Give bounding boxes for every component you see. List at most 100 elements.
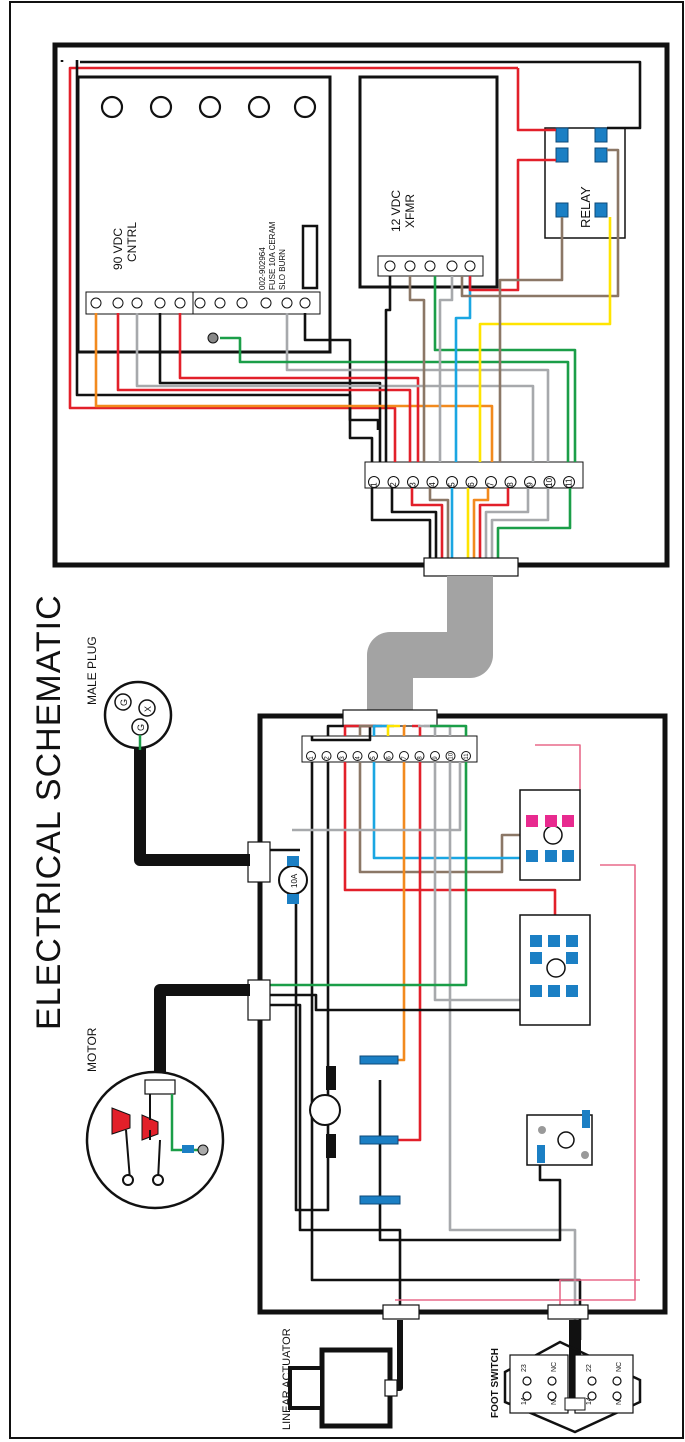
upper-terminal-label-5: 5 [447, 482, 456, 487]
upper-terminal-label-9: 9 [525, 482, 534, 487]
relay-label: RELAY [578, 186, 593, 228]
upper-terminal-4 [426, 476, 439, 488]
motor: MOTOR [85, 1027, 225, 1210]
inline-fuse: 10A [278, 856, 308, 904]
plug-pin-g2: G [136, 724, 146, 731]
lower-terminal-11 [461, 751, 471, 761]
fuse-label-3: SLO BURN [278, 249, 287, 290]
lower-terminal-9 [430, 751, 440, 761]
upper-cable-gland [423, 557, 519, 577]
ground-screw [207, 332, 219, 344]
motor-cord [154, 984, 250, 1092]
upper-terminal-label-1: 1 [369, 482, 378, 487]
controller-terminal-strip [85, 291, 321, 315]
knob-1[interactable] [100, 95, 124, 119]
upper-wiring [60, 60, 642, 560]
controller-screw-4 [154, 297, 166, 309]
transformer-screw-2 [404, 260, 416, 272]
upper-terminal-3 [407, 476, 419, 488]
lower-terminal-label-5: 5 [371, 756, 377, 760]
motor-cable-gland [247, 979, 271, 1021]
lower-terminal-5 [368, 751, 378, 761]
actuator-cord [392, 1320, 403, 1391]
lower-terminal-6 [383, 751, 394, 761]
linear-actuator: LINEAR ACTUATOR [281, 1328, 398, 1430]
page-border [9, 1, 684, 1439]
lower-terminal-label-2: 2 [324, 756, 330, 760]
linear-actuator-label: LINEAR ACTUATOR [281, 1328, 293, 1430]
controller-screw-8 [236, 297, 248, 309]
plug-cord [134, 742, 250, 866]
controller-screw-5 [174, 297, 186, 309]
knob-3[interactable] [198, 95, 222, 119]
knob-2[interactable] [149, 95, 173, 119]
upper-terminal-label-7: 7 [486, 482, 495, 487]
lower-terminal-label-1: 1 [309, 756, 315, 760]
upper-terminal-8 [504, 476, 517, 488]
fs-term-nc-2: NC [616, 1362, 623, 1372]
actuator-cable-gland [382, 1304, 420, 1320]
lower-terminal-10 [445, 751, 456, 761]
schematic-title: ELECTRICAL SCHEMATIC [30, 594, 68, 1030]
upper-terminal-label-3: 3 [408, 482, 417, 487]
controller-screw-3 [131, 297, 143, 309]
foot-switch-label: FOOT SWITCH [490, 1348, 501, 1418]
controller-screw-11 [299, 297, 311, 309]
speed-potentiometer [309, 1055, 401, 1205]
lower-cable-gland [342, 709, 438, 727]
rotary-switch-1[interactable] [519, 789, 581, 881]
upper-terminal-7 [485, 476, 497, 488]
transformer-screw-3 [424, 260, 436, 272]
potentiometer[interactable] [526, 1110, 593, 1166]
fuse-label-1: 002-902964 [258, 247, 267, 290]
footswitch-cable-gland [547, 1304, 589, 1320]
fs-term-nc-1: NC [551, 1362, 558, 1372]
transformer-terminal-strip [377, 255, 484, 277]
plug-cable-gland [247, 841, 271, 883]
lower-terminal-label-7: 7 [402, 756, 408, 760]
plug-pin-x: X [143, 706, 153, 712]
upper-terminal-10 [543, 476, 556, 488]
controller-screw-7 [214, 297, 226, 309]
rotary-switch-2[interactable] [519, 914, 591, 1026]
knob-4[interactable] [247, 95, 271, 119]
lower-terminal-2 [321, 751, 332, 761]
male-plug-label: MALE PLUG [85, 636, 99, 705]
knob-5[interactable] [293, 95, 317, 119]
lower-terminal-label-11: 11 [464, 753, 470, 760]
upper-terminal-1 [368, 476, 380, 488]
upper-terminal-9 [524, 476, 536, 488]
inline-fuse-label: 10A [290, 873, 299, 888]
lower-terminal-1 [306, 751, 316, 761]
foot-switch: 23 NC 14 NO 22 NC 14 NO FOOT SWITCH [490, 1340, 642, 1434]
upper-terminal-2 [387, 476, 400, 488]
upper-terminal-5 [446, 476, 458, 488]
plug-pin-g1: G [119, 699, 129, 706]
controller-screw-10 [281, 297, 293, 309]
relay-terminals [555, 127, 608, 218]
interconnect-cable [367, 576, 493, 712]
transformer-label-1: 12 VDC [389, 190, 403, 232]
lower-terminal-label-3: 3 [340, 756, 346, 760]
transformer-label-2: XFMR [403, 194, 417, 228]
lower-terminal-label-4: 4 [355, 756, 361, 760]
lower-terminal-label-6: 6 [386, 756, 392, 760]
upper-terminal-6 [465, 476, 478, 488]
controller-screw-1 [90, 297, 102, 309]
lower-terminal-4 [352, 751, 363, 761]
upper-terminal-label-11: 11 [564, 478, 573, 487]
transformer-screw-5 [464, 260, 476, 272]
lower-terminal-8 [414, 751, 425, 761]
lower-terminal-label-9: 9 [433, 756, 439, 760]
controller-screw-2 [112, 297, 124, 309]
controller-screw-6 [194, 297, 206, 309]
upper-terminal-label-10: 10 [545, 477, 554, 486]
lower-terminal-7 [399, 751, 409, 761]
lower-terminal-label-8: 8 [417, 756, 423, 760]
upper-terminal-label-6: 6 [467, 482, 476, 487]
transformer-screw-1 [384, 260, 396, 272]
